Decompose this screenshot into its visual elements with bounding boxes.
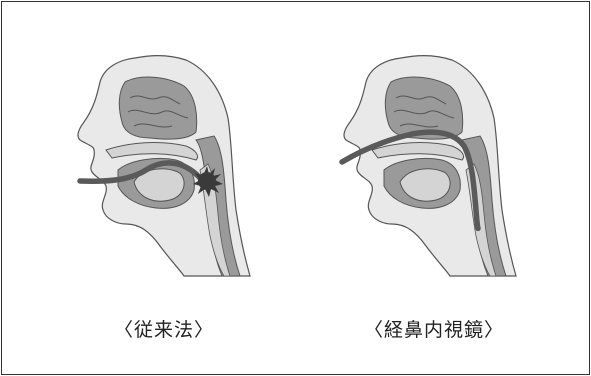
head-illustration-conventional — [78, 56, 250, 276]
head-illustration-transnasal — [342, 56, 516, 276]
caption-conventional-method: 〈従来法〉 — [114, 315, 214, 342]
caption-transnasal-endoscope: 〈経鼻内視鏡〉 — [364, 315, 504, 342]
